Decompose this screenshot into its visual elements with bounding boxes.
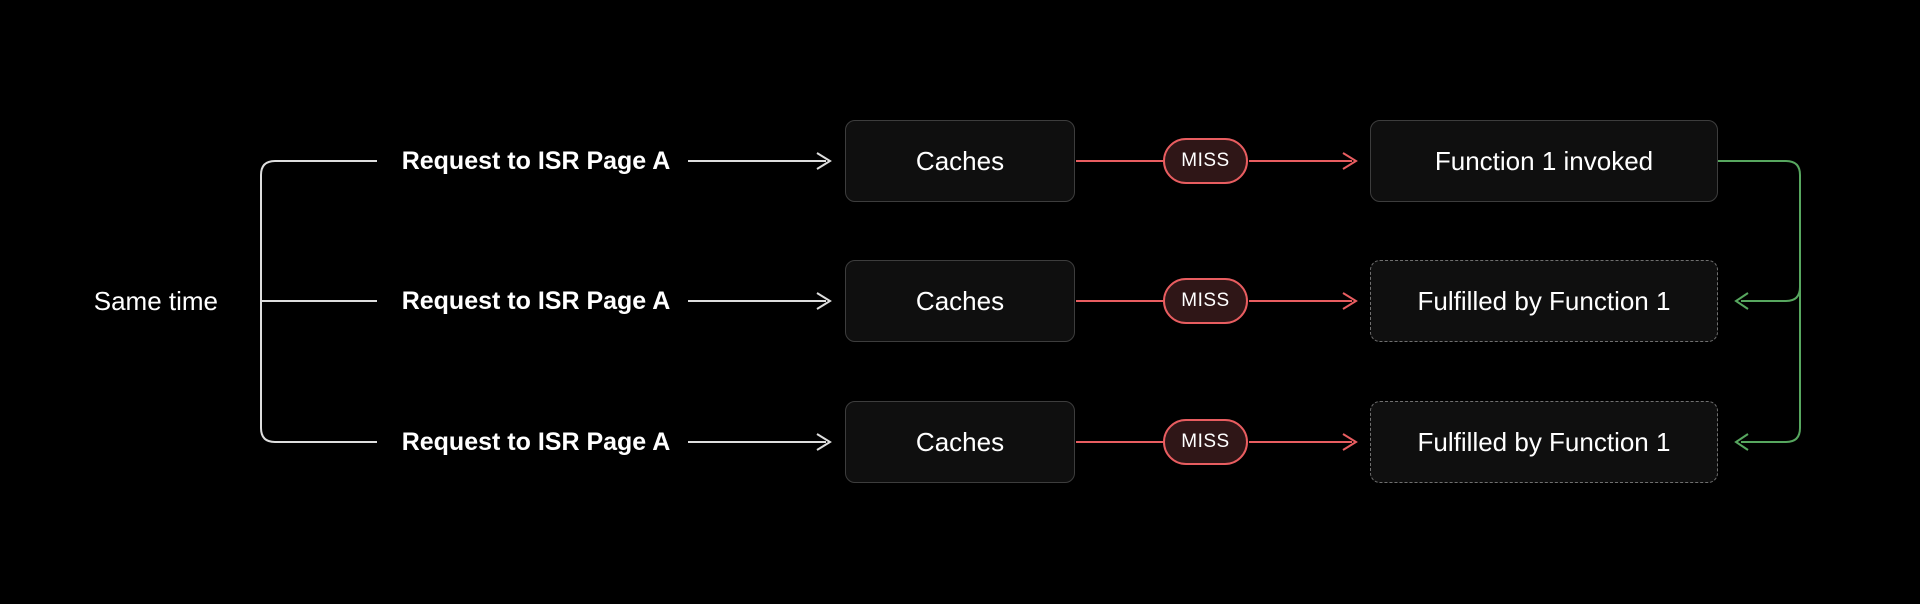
green-return-connector [1718,160,1801,451]
miss-arrow-row3 [1249,433,1358,451]
cache-box: Caches [845,260,1075,342]
green-branch-row2 [1741,286,1801,302]
same-time-bracket [260,160,377,443]
green-arrowhead-row3 [1734,433,1749,451]
request-label: Request to ISR Page A [401,286,671,315]
result-box-fulfilled: Fulfilled by Function 1 [1370,401,1718,483]
cache-to-miss-lines [1076,160,1163,443]
request-arrow-row3 [688,433,832,451]
request-arrow-row1 [688,152,832,170]
green-arrowhead-row2 [1734,292,1749,310]
result-box-function-invoked: Function 1 invoked [1370,120,1718,202]
miss-badge: MISS [1163,138,1248,184]
result-box-fulfilled: Fulfilled by Function 1 [1370,260,1718,342]
request-label: Request to ISR Page A [401,427,671,456]
miss-badge: MISS [1163,419,1248,465]
miss-to-result-arrows [1249,152,1358,451]
same-time-label: Same time [93,285,218,316]
cache-box: Caches [845,401,1075,483]
miss-badge: MISS [1163,278,1248,324]
green-main-path [1718,160,1801,443]
miss-arrow-row1 [1249,152,1358,170]
request-label: Request to ISR Page A [401,146,671,175]
request-to-cache-arrows [688,152,832,451]
miss-arrow-row2 [1249,292,1358,310]
cache-box: Caches [845,120,1075,202]
request-arrow-row2 [688,292,832,310]
